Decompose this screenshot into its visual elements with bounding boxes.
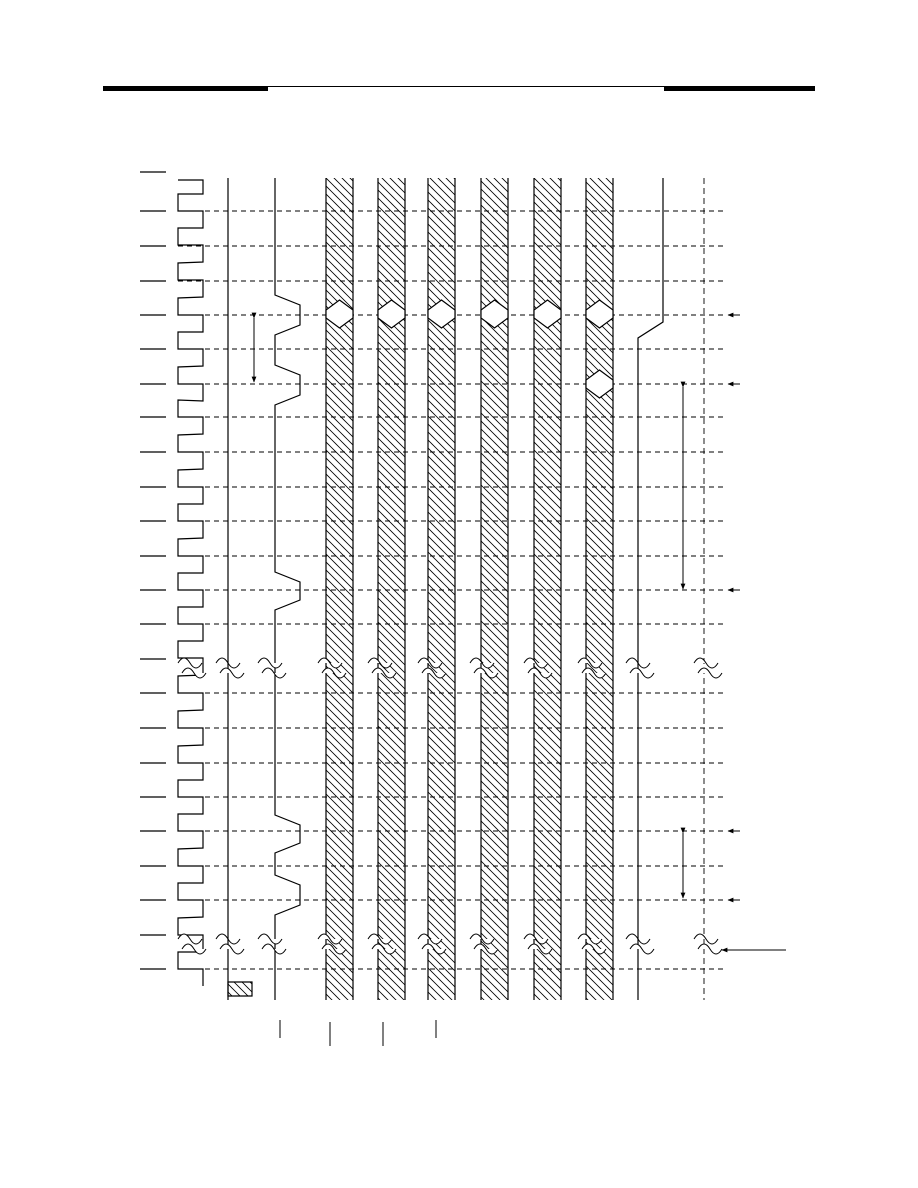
lane-3-bubble-a: [480, 299, 509, 329]
control-signal: [274, 178, 301, 1000]
break-mark-1-6: [469, 933, 499, 955]
lane-4-bubble-a: [533, 299, 562, 329]
clock-waveform: [177, 179, 204, 986]
break-mark-0-8: [577, 657, 607, 679]
break-mark-0-4: [367, 657, 397, 679]
break-mark-0-10: [693, 657, 723, 679]
break-mark-1-0: [177, 933, 207, 955]
lane-0-bubble-a: [325, 299, 354, 329]
break-mark-0-3: [317, 657, 347, 679]
header-rule-right: [664, 86, 815, 91]
lane-1-bubble-a: [377, 299, 406, 329]
break-mark-1-3: [317, 933, 347, 955]
break-mark-1-5: [417, 933, 447, 955]
header-rule-middle: [268, 86, 664, 87]
break-mark-1-9: [625, 933, 655, 955]
reset-hatch: [227, 981, 253, 997]
break-mark-1-7: [523, 933, 553, 955]
lane-2-bubble-a: [427, 299, 456, 329]
timing-root: [140, 171, 786, 1046]
break-mark-0-0: [177, 657, 207, 679]
break-mark-0-6: [469, 657, 499, 679]
break-mark-1-10: [693, 933, 723, 955]
header-rule-left: [103, 86, 268, 91]
lane-5-bubble-a: [585, 299, 614, 329]
break-mark-1-8: [577, 933, 607, 955]
break-mark-0-1: [215, 657, 245, 679]
break-mark-0-7: [523, 657, 553, 679]
break-mark-1-4: [367, 933, 397, 955]
break-mark-0-5: [417, 657, 447, 679]
break-mark-0-2: [257, 657, 287, 679]
break-mark-0-9: [625, 657, 655, 679]
break-mark-1-1: [215, 933, 245, 955]
strobe-signal: [637, 178, 664, 1000]
break-mark-1-2: [257, 933, 287, 955]
lane-5-bubble-b: [585, 369, 614, 399]
